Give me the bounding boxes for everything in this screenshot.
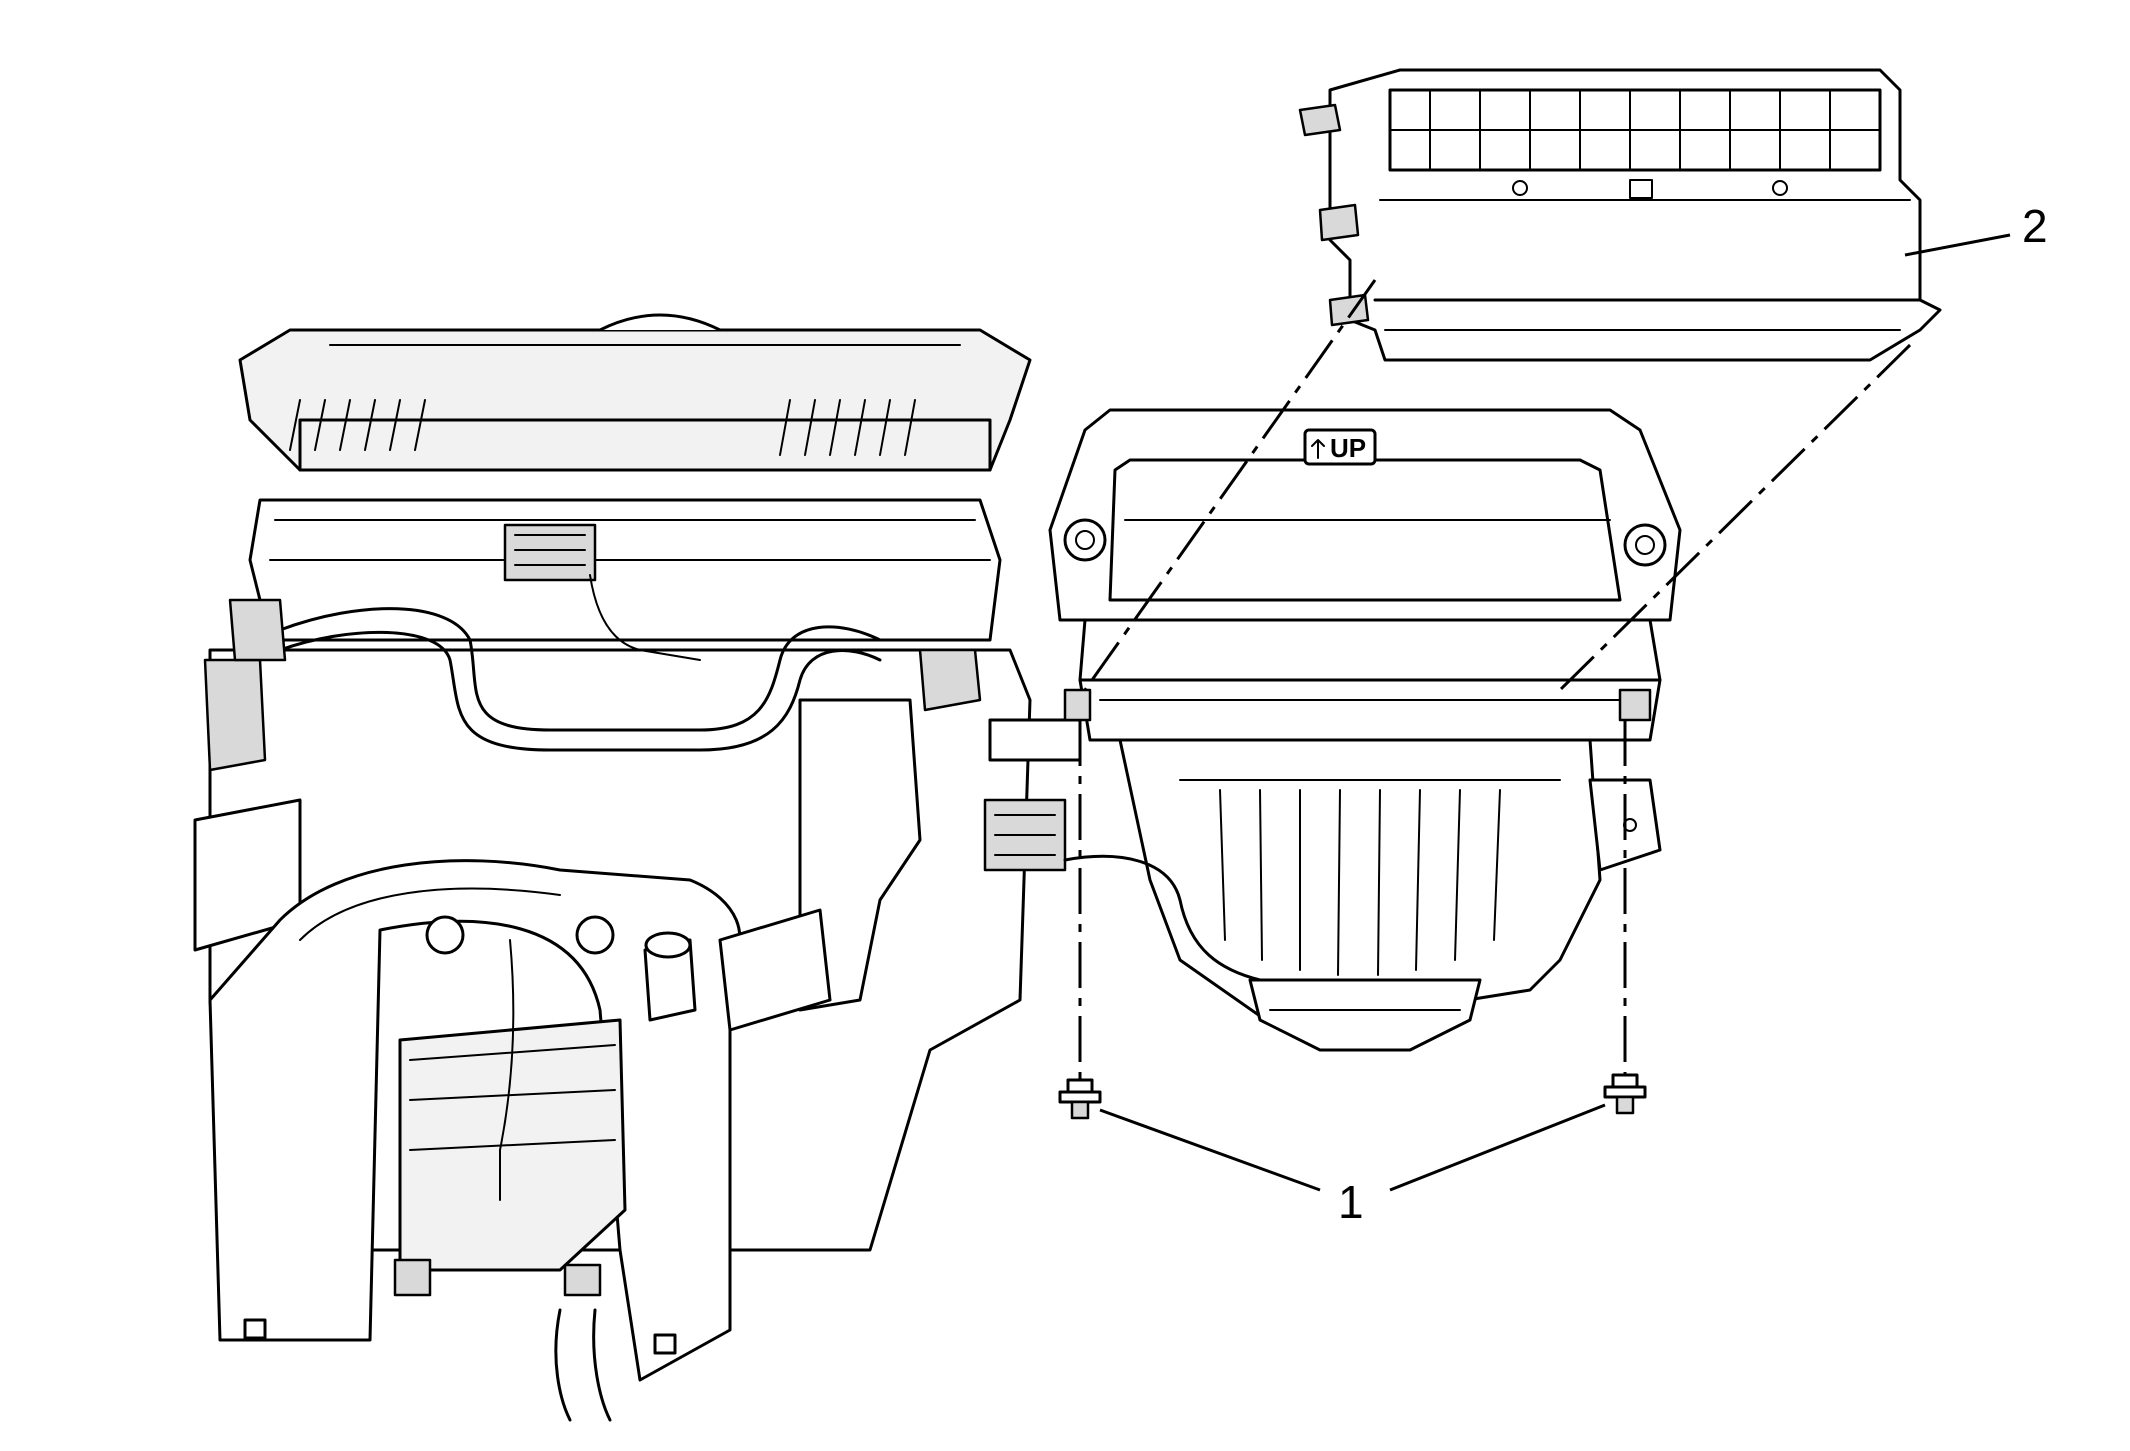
air-inlet-door-assembly <box>1298 68 1942 362</box>
screw-left <box>1058 1078 1102 1120</box>
callout-1-label: 1 <box>1338 1176 1364 1228</box>
callout-2-label: 2 <box>2022 200 2048 252</box>
wiring-harness <box>278 574 882 752</box>
inlet-grid-slats <box>1389 89 1881 171</box>
left-vent-fins <box>289 399 426 451</box>
blower-fan-ribs <box>1219 789 1501 976</box>
up-orientation-mark: UP <box>1303 428 1377 466</box>
alignment-lines <box>1078 279 1912 1080</box>
callout-2: 2 <box>1904 200 2048 257</box>
screw-right <box>1603 1073 1647 1115</box>
hvac-module-case <box>193 313 1082 1422</box>
up-mark-text: UP <box>1330 433 1366 463</box>
callout-1: 1 <box>1099 1103 1606 1228</box>
right-vent-fins <box>779 399 916 456</box>
blower-housing: UP <box>983 408 1682 1052</box>
